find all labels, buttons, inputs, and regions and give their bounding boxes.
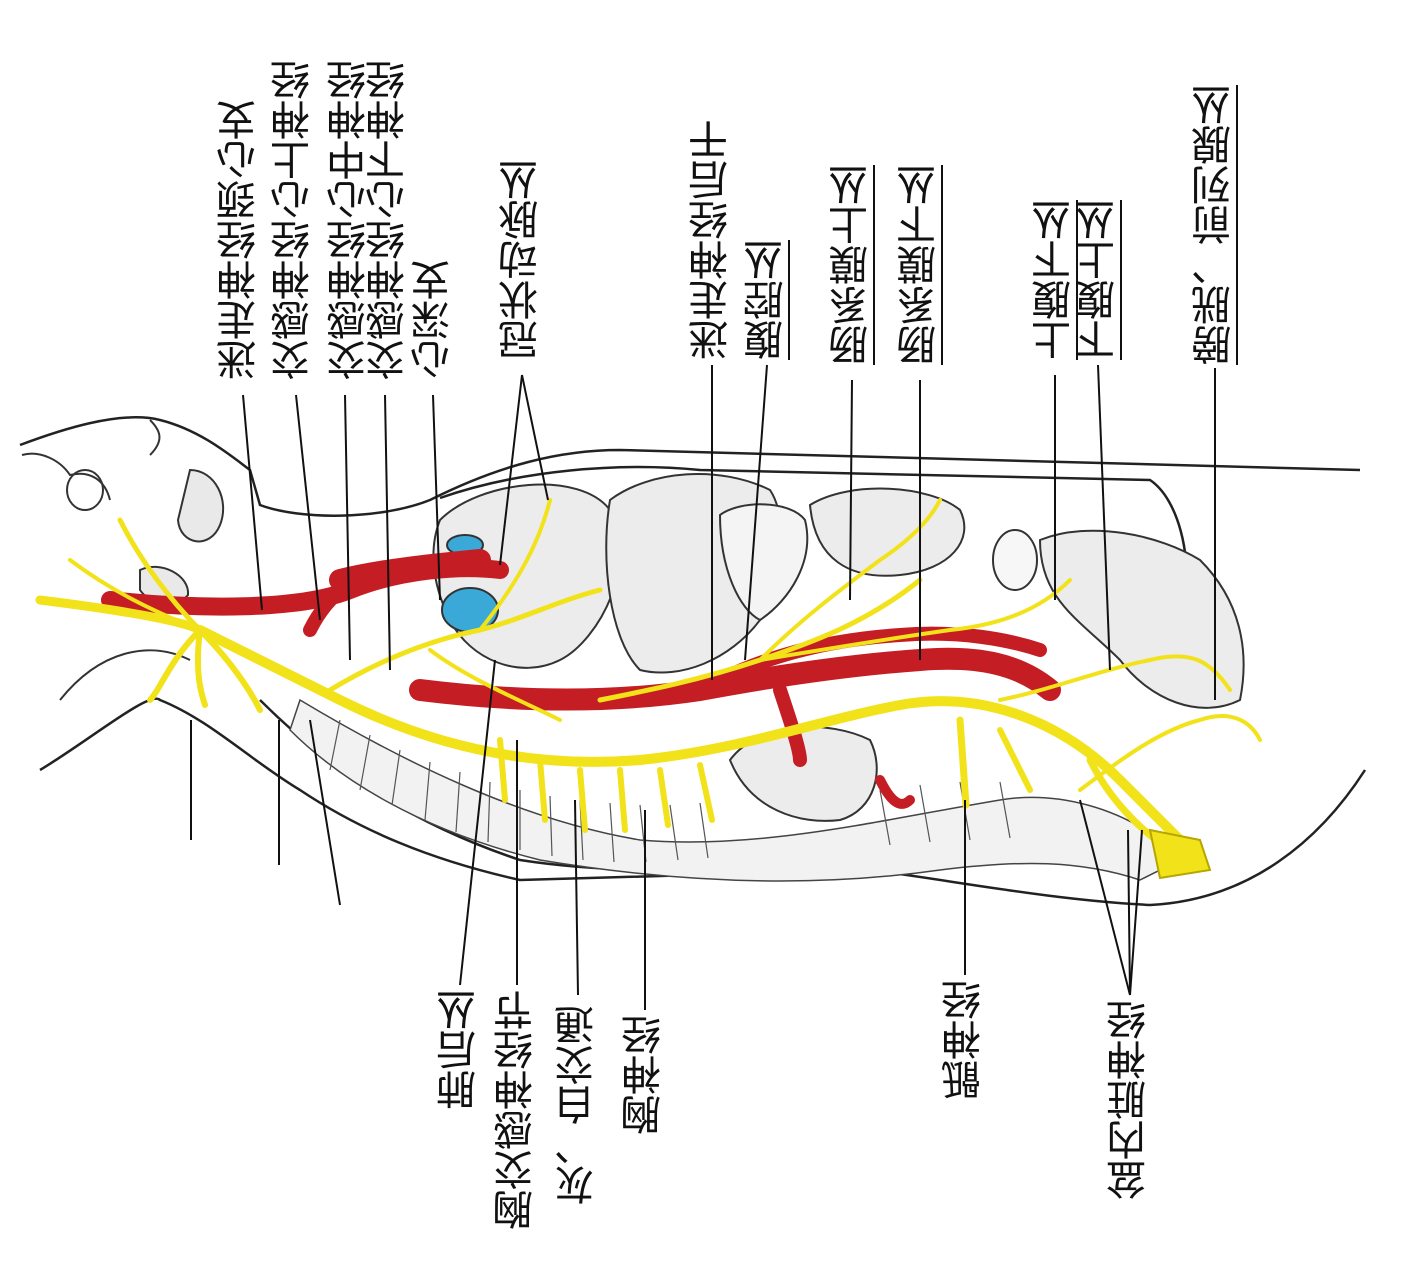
sacrum xyxy=(1148,828,1212,880)
label-posterior-pulmonary-plexus: 肺后丛 xyxy=(437,990,483,1110)
organs xyxy=(432,472,1245,822)
vertebra-lines xyxy=(329,719,1011,863)
label-posterior-vagal-trunk: 迷走神经后干 xyxy=(689,120,735,360)
arteries xyxy=(101,549,1061,809)
label-sacral-nerve: 骶神经 xyxy=(942,980,988,1100)
stomach xyxy=(718,503,809,622)
intestine-upper xyxy=(808,487,966,577)
bladder xyxy=(1038,529,1245,709)
label-superior-mesenteric-plexus: 肠系膜上丛 xyxy=(829,165,875,365)
label-deep-cardiac-branch: 心深支 xyxy=(411,260,457,380)
label-pelvic-splanchnic-nerve: 盆内脏神经 xyxy=(1107,1000,1153,1200)
label-thoracic-nerve: 胸神经 xyxy=(622,1015,668,1135)
label-vesical-prostatic-plexus: 膀胱、前列腺丛 xyxy=(1192,85,1238,365)
head xyxy=(21,419,225,701)
label-inferior-hypogastric-plexus: 下腹上丛 xyxy=(1076,200,1122,360)
nerves xyxy=(35,498,1262,855)
label-superior-cardiac-nerve: 交感神经心上神经 xyxy=(271,60,317,380)
colon-section xyxy=(992,529,1038,591)
label-coronary-plexus: 冠状动脉丛 xyxy=(499,160,545,360)
label-thoracic-sympathetic-ganglion: 胸交感神经节 xyxy=(494,990,540,1230)
label-gray-white-rami: 灰、白交通 xyxy=(555,1005,601,1205)
label-superior-hypogastric-plexus: 上腹下丛 xyxy=(1032,200,1078,360)
leader-lines xyxy=(190,364,1216,1010)
label-vagus-cervical-cardiac-branch: 迷走神经颈心支 xyxy=(217,100,263,380)
label-inferior-cardiac-nerve: 交感神经心下神经 xyxy=(366,60,412,380)
label-inferior-mesenteric-plexus: 肠系膜下丛 xyxy=(897,165,943,365)
label-celiac-plexus: 腹腔丛 xyxy=(744,240,790,360)
